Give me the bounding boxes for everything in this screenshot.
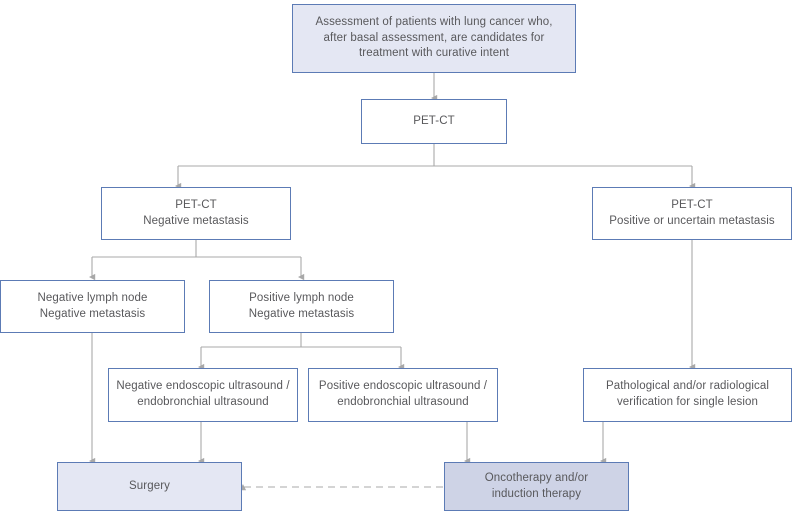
node-positive-lymph-node[interactable]: Positive lymph node Negative metastasis (209, 280, 394, 333)
node-pet-ct[interactable]: PET-CT (361, 99, 507, 144)
node-assessment-label: Assessment of patients with lung cancer … (315, 15, 553, 60)
node-pet-ct-label: PET-CT (413, 114, 455, 127)
node-surgery[interactable]: Surgery (57, 462, 242, 511)
node-oncotherapy[interactable]: Oncotherapy and/or induction therapy (444, 462, 629, 511)
node-assessment[interactable]: Assessment of patients with lung cancer … (292, 4, 576, 73)
node-pet-ct-positive-metastasis-label: PET-CT Positive or uncertain metastasis (609, 198, 775, 227)
node-negative-endoscopic-ultrasound[interactable]: Negative endoscopic ultrasound / endobro… (108, 368, 298, 422)
node-surgery-label: Surgery (129, 479, 170, 492)
node-positive-lymph-node-label: Positive lymph node Negative metastasis (248, 291, 355, 320)
node-negative-lymph-node-label: Negative lymph node Negative metastasis (37, 291, 148, 320)
node-negative-lymph-node[interactable]: Negative lymph node Negative metastasis (0, 280, 185, 333)
node-positive-endoscopic-ultrasound-label: Positive endoscopic ultrasound / endobro… (318, 380, 488, 408)
node-pet-ct-positive-metastasis[interactable]: PET-CT Positive or uncertain metastasis (592, 187, 792, 240)
node-pathological-verification-label: Pathological and/or radiological verific… (605, 380, 770, 408)
node-positive-endoscopic-ultrasound[interactable]: Positive endoscopic ultrasound / endobro… (308, 368, 498, 422)
node-pet-ct-negative-metastasis[interactable]: PET-CT Negative metastasis (101, 187, 291, 240)
node-pet-ct-negative-metastasis-label: PET-CT Negative metastasis (143, 198, 249, 227)
node-negative-endoscopic-ultrasound-label: Negative endoscopic ultrasound / endobro… (116, 380, 290, 408)
node-oncotherapy-label: Oncotherapy and/or induction therapy (484, 471, 589, 500)
node-pathological-verification[interactable]: Pathological and/or radiological verific… (583, 368, 792, 422)
